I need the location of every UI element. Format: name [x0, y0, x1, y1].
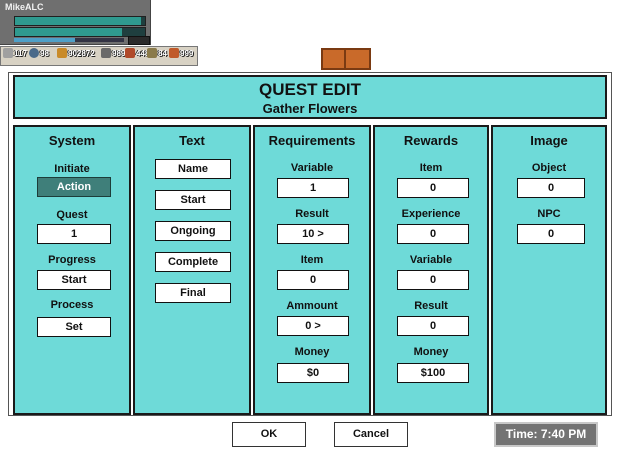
stat-links: 98 [29, 48, 49, 63]
reward-experience-label: Experience [401, 208, 461, 220]
req-money-label: Money [294, 346, 330, 358]
stat-level: 117 [3, 48, 27, 63]
image-object-label: Object [531, 162, 567, 174]
initiate-field[interactable]: Action [37, 177, 111, 197]
window-title: QUEST EDIT [258, 80, 361, 99]
req-item-label: Item [300, 254, 324, 266]
stat-defense: 448 [125, 48, 149, 63]
potion-icon [169, 48, 179, 58]
ok-button[interactable]: OK [232, 422, 306, 447]
reward-money-label: Money [413, 346, 449, 358]
reward-item-label: Item [419, 162, 443, 174]
text-ongoing-button[interactable]: Ongoing [155, 221, 231, 241]
experience-bar [14, 38, 124, 42]
image-npc-field[interactable]: 0 [517, 224, 585, 244]
image-npc-label: NPC [537, 208, 561, 220]
coin-icon [57, 48, 67, 58]
image-panel: Image Object 0 NPC 0 [491, 125, 607, 415]
stat-attack: 989 [101, 48, 125, 63]
reward-money-field[interactable]: $100 [397, 363, 469, 383]
reward-result-field[interactable]: 0 [397, 316, 469, 336]
req-result-field[interactable]: 10 > [277, 224, 349, 244]
cancel-button[interactable]: Cancel [334, 422, 408, 447]
initiate-label: Initiate [54, 163, 90, 175]
rewards-panel: Rewards Item 0 Experience 0 Variable 0 R… [373, 125, 489, 415]
stat-energy: 999 [169, 48, 193, 63]
hand-icon [3, 48, 13, 58]
process-field[interactable]: Set [37, 317, 111, 337]
system-title: System [48, 133, 96, 148]
player-hud: MikeALC [0, 0, 151, 45]
game-time-display: Time: 7:40 PM [494, 422, 598, 447]
stat-gold: 902872 [57, 48, 95, 63]
mana-bar-fill [15, 28, 122, 36]
boot-icon [147, 48, 157, 58]
reward-variable-field[interactable]: 0 [397, 270, 469, 290]
quest-number-field[interactable]: 1 [37, 224, 111, 244]
text-name-button[interactable]: Name [155, 159, 231, 179]
req-variable-field[interactable]: 1 [277, 178, 349, 198]
mana-bar [14, 27, 146, 37]
text-final-button[interactable]: Final [155, 283, 231, 303]
text-panel: Text Name Start Ongoing Complete Final [133, 125, 251, 415]
progress-label: Progress [48, 254, 96, 266]
rewards-title: Rewards [403, 133, 459, 148]
quest-label: Quest [56, 209, 88, 221]
reward-item-field[interactable]: 0 [397, 178, 469, 198]
reward-result-label: Result [414, 300, 448, 312]
health-bar [14, 16, 146, 26]
requirements-panel: Requirements Variable 1 Result 10 > Item… [253, 125, 371, 415]
text-complete-button[interactable]: Complete [155, 252, 231, 272]
text-start-button[interactable]: Start [155, 190, 231, 210]
hud-slot [128, 36, 150, 45]
quest-title-panel: QUEST EDIT Gather Flowers [13, 75, 607, 119]
reward-experience-field[interactable]: 0 [397, 224, 469, 244]
sword-icon [101, 48, 111, 58]
health-bar-fill [15, 17, 142, 25]
shield-icon [125, 48, 135, 58]
process-label: Process [50, 299, 94, 311]
image-title: Image [530, 133, 568, 148]
req-variable-label: Variable [290, 162, 334, 174]
quest-edit-window: QUEST EDIT Gather Flowers System Initiat… [8, 72, 612, 416]
image-object-field[interactable]: 0 [517, 178, 585, 198]
chain-icon [29, 48, 39, 58]
quest-name: Gather Flowers [262, 101, 358, 116]
system-panel: System Initiate Action Quest 1 Progress … [13, 125, 131, 415]
req-item-field[interactable]: 0 [277, 270, 349, 290]
stat-speed: 84 [147, 48, 167, 63]
progress-field[interactable]: Start [37, 270, 111, 290]
req-result-label: Result [295, 208, 329, 220]
experience-bar-fill [14, 38, 75, 42]
scene-door [321, 48, 371, 70]
text-title: Text [179, 133, 205, 148]
player-name: MikeALC [5, 2, 44, 12]
reward-variable-label: Variable [409, 254, 453, 266]
req-money-field[interactable]: $0 [277, 363, 349, 383]
requirements-title: Requirements [268, 133, 356, 148]
req-amount-field[interactable]: 0 > [277, 316, 349, 336]
stats-strip: 117 98 902872 989 448 84 999 [0, 46, 198, 66]
req-amount-label: Ammount [286, 300, 338, 312]
